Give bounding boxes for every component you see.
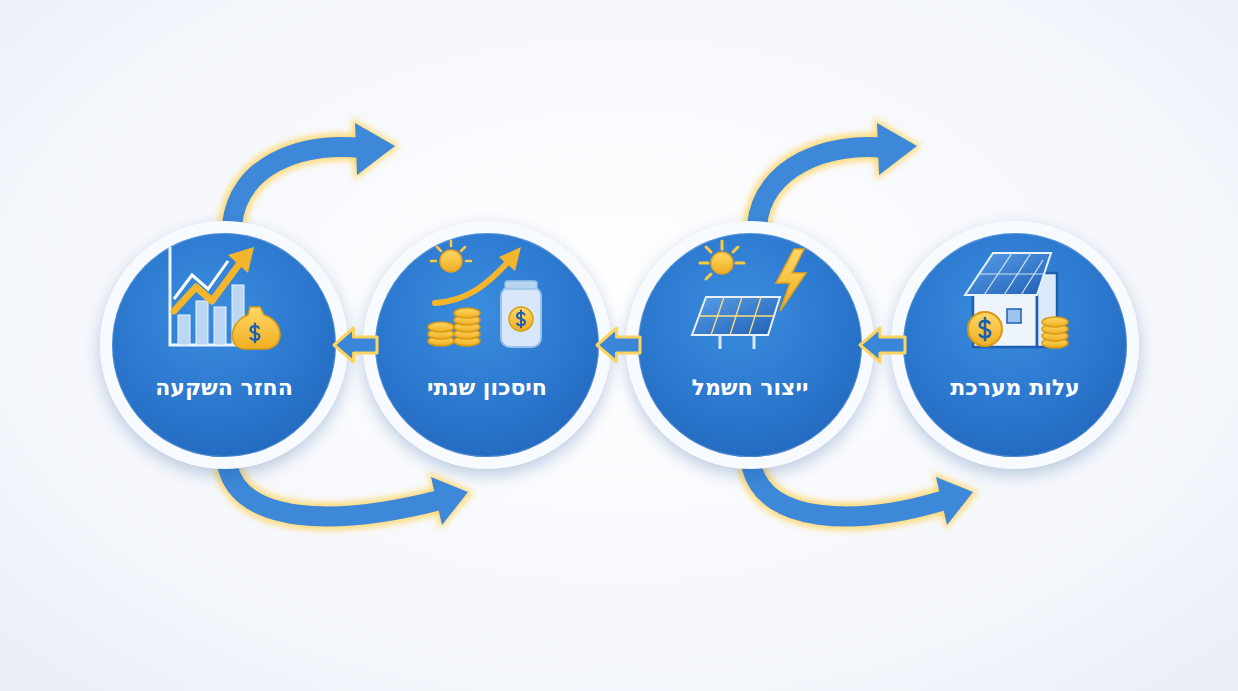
- flow-arrow: [597, 328, 640, 362]
- growth-chart-icon: [170, 247, 280, 349]
- step-label: ייצור חשמל: [692, 375, 809, 401]
- process-circle: חיסכון שנתי: [363, 221, 611, 469]
- house-solar-icon: [965, 253, 1068, 348]
- solar-panel-icon: [692, 241, 806, 349]
- cycle-arrow-heads-glow: [352, 118, 979, 530]
- flow-arrow: [860, 328, 905, 362]
- step-label: עלות מערכת: [950, 375, 1080, 401]
- cycle-arrow-heads: [355, 123, 973, 525]
- process-circle: ייצור חשמל: [626, 221, 874, 469]
- savings-icon: [428, 241, 541, 347]
- flow-arrow: [334, 328, 377, 362]
- step-label: חיסכון שנתי: [427, 375, 547, 401]
- step-label: החזר השקעה: [155, 375, 293, 401]
